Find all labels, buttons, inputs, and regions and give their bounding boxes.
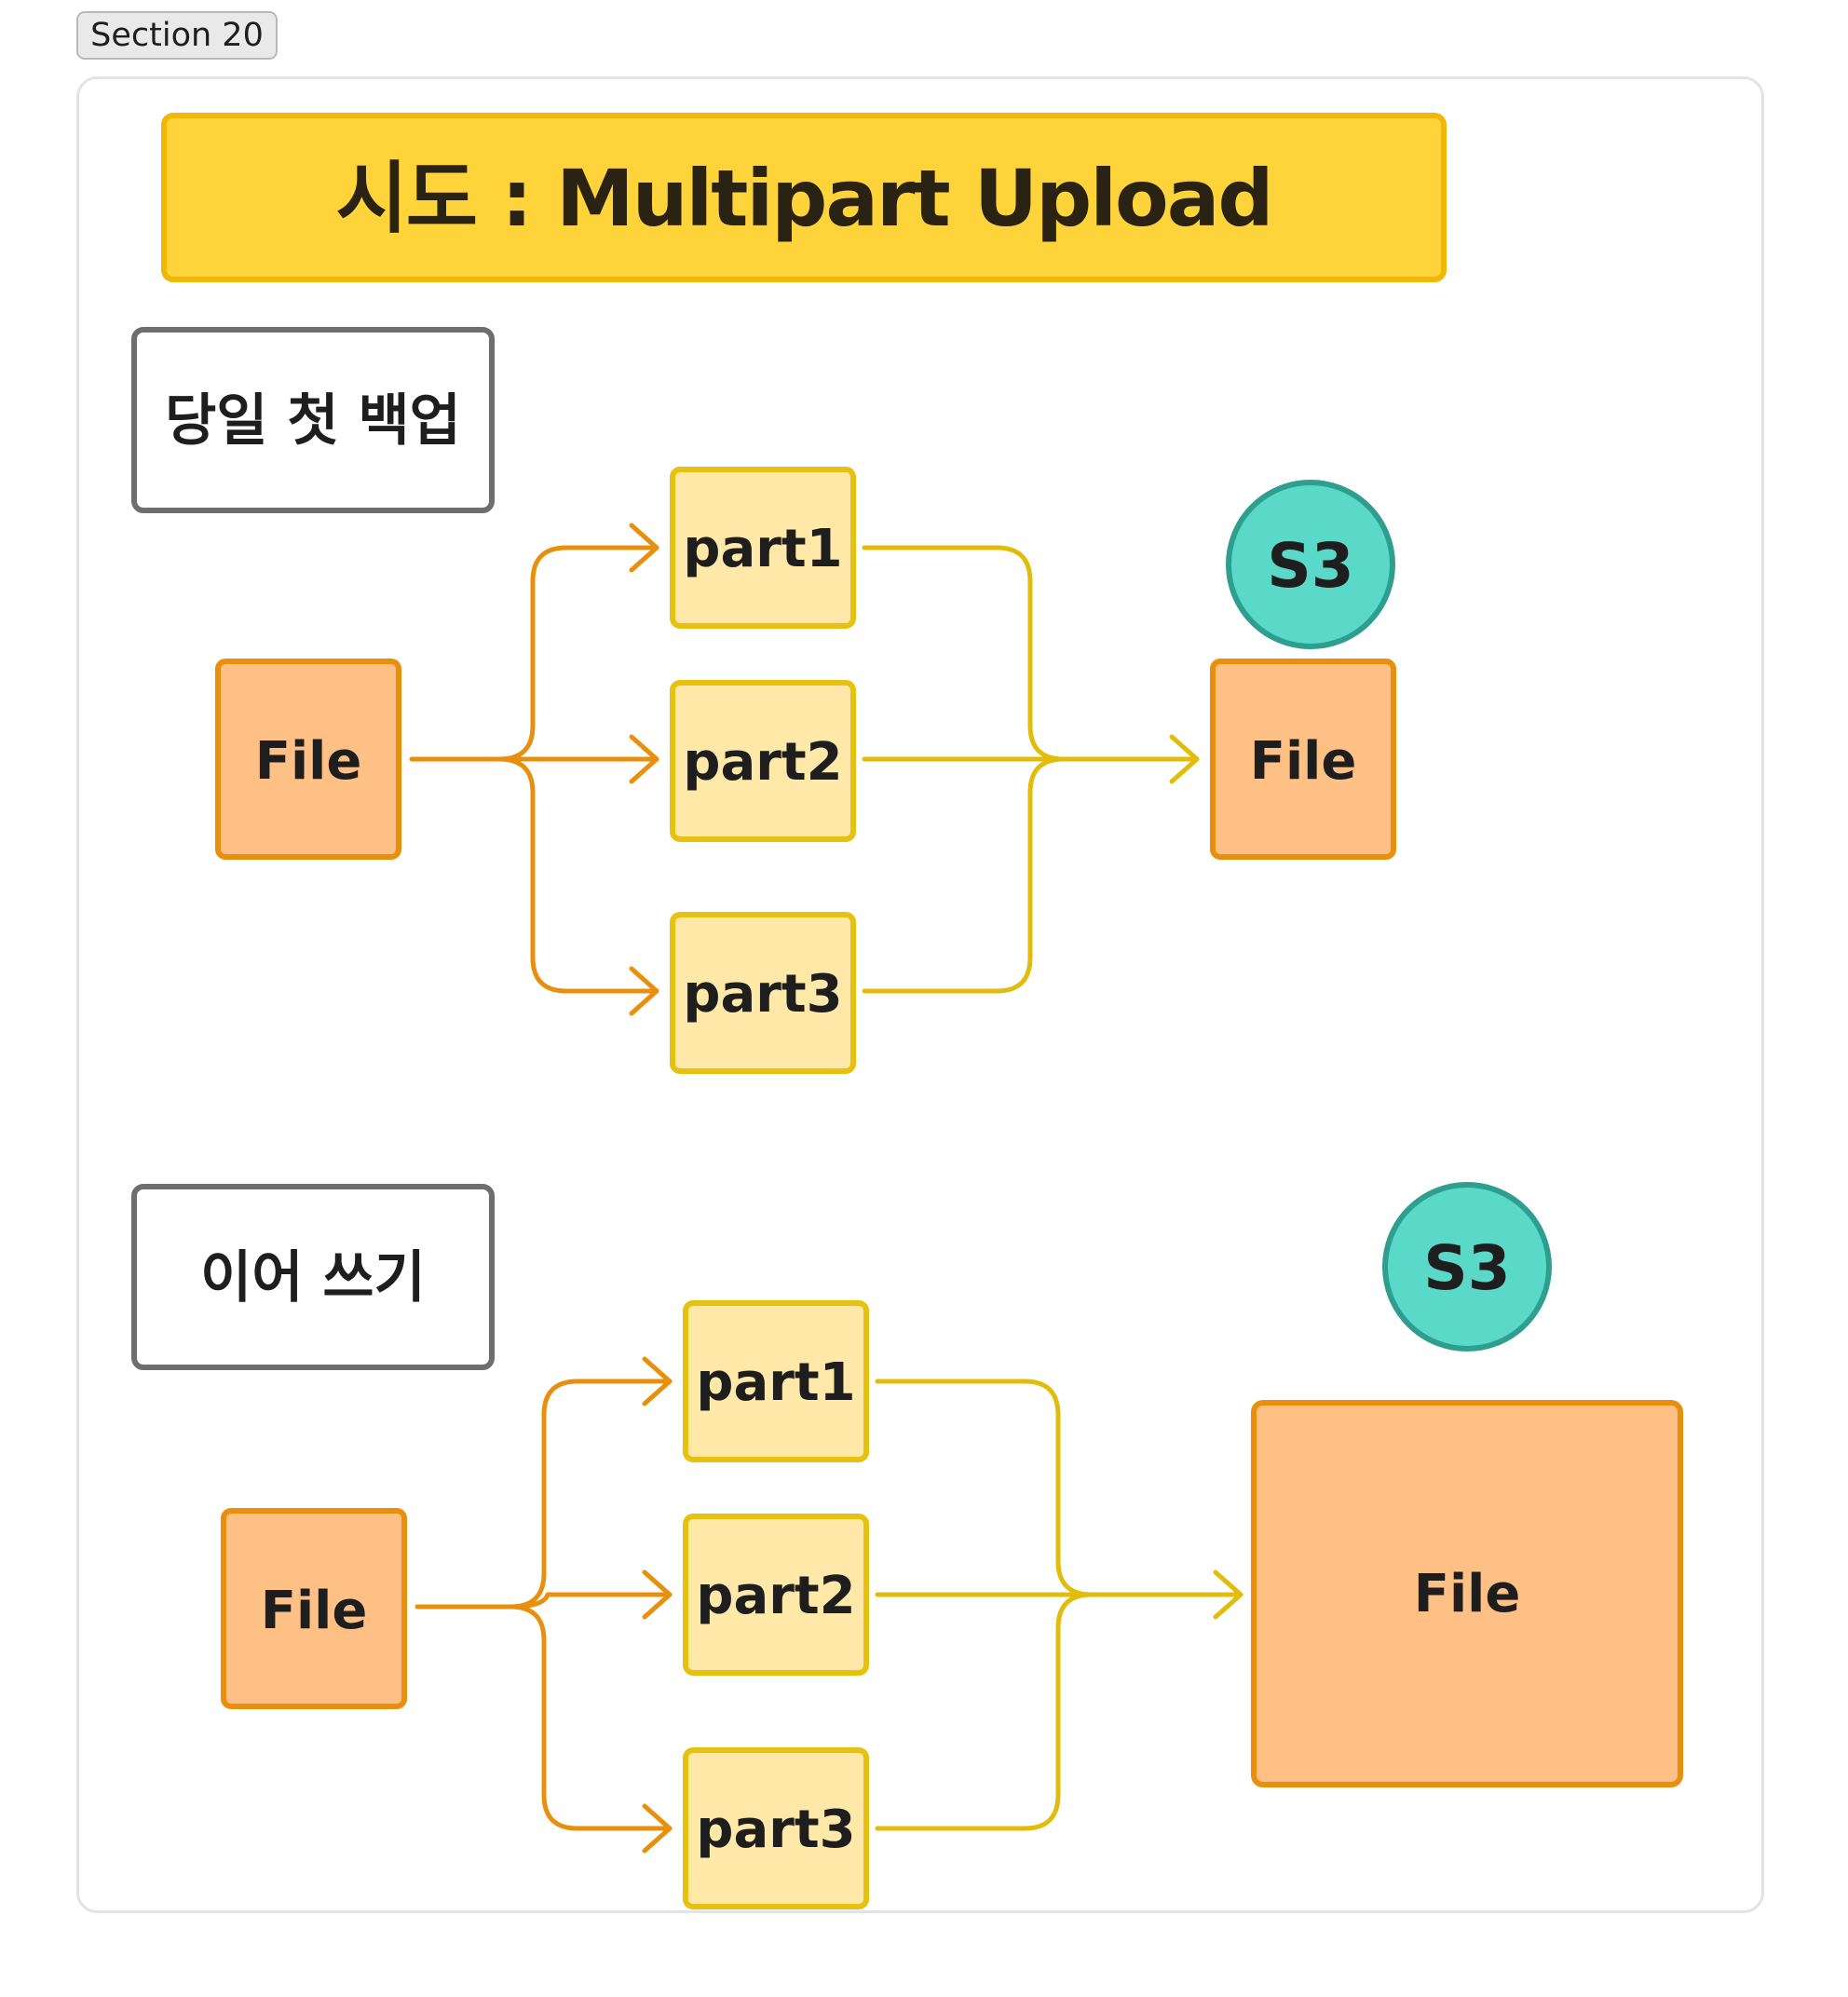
- part-node: [670, 680, 856, 842]
- merge-arrow: [875, 1592, 1094, 1831]
- part-label: part1: [696, 1352, 855, 1413]
- target-file-label: File: [1250, 731, 1357, 792]
- arrow-head: [642, 1803, 673, 1854]
- s3-label: S3: [1423, 1232, 1510, 1304]
- part-node: [683, 1514, 869, 1676]
- part-label: part3: [683, 964, 842, 1025]
- diagram-title: 시도 : Multipart Upload: [335, 153, 1271, 244]
- arrow-head: [1213, 1569, 1243, 1620]
- arrow-head: [629, 966, 659, 1016]
- part-node: [670, 912, 856, 1074]
- arrow-head: [642, 1569, 673, 1620]
- scenario-label-box: [131, 1184, 495, 1370]
- source-file-label: File: [261, 1581, 368, 1641]
- arrow-head: [629, 734, 659, 784]
- target-file-node: [1210, 659, 1396, 860]
- title-banner: [161, 113, 1447, 282]
- merge-arrow: [875, 1379, 1094, 1597]
- part-node: [670, 467, 856, 629]
- s3-label: S3: [1267, 530, 1353, 602]
- section-label[interactable]: Section 20: [76, 11, 278, 60]
- split-arrow: [496, 756, 659, 994]
- target-file-node: [1251, 1400, 1683, 1787]
- part-node: [683, 1747, 869, 1909]
- part-label: part2: [696, 1566, 855, 1626]
- split-arrow: [508, 1592, 673, 1610]
- merge-arrow: [862, 545, 1067, 762]
- part-label: part3: [696, 1800, 855, 1860]
- merge-arrow: [862, 756, 1067, 994]
- target-file-label: File: [1414, 1564, 1521, 1624]
- scenario-label: 이어 쓰기: [200, 1245, 426, 1311]
- part-label: part2: [683, 732, 842, 793]
- s3-node: [1226, 480, 1395, 649]
- arrow-head: [629, 523, 659, 573]
- arrow-head: [642, 1356, 673, 1406]
- split-arrow: [508, 1604, 673, 1831]
- part-label: part1: [683, 519, 842, 579]
- part-node: [683, 1300, 869, 1462]
- scenario-label-box: [131, 327, 495, 513]
- arrow-head: [1169, 734, 1200, 784]
- split-arrow: [409, 545, 659, 762]
- source-file-label: File: [255, 731, 362, 792]
- source-file-node: [215, 659, 401, 860]
- scenario-label: 당일 첫 백업: [165, 388, 461, 454]
- source-file-node: [221, 1508, 407, 1709]
- split-arrow: [414, 1379, 673, 1610]
- s3-node: [1382, 1182, 1552, 1352]
